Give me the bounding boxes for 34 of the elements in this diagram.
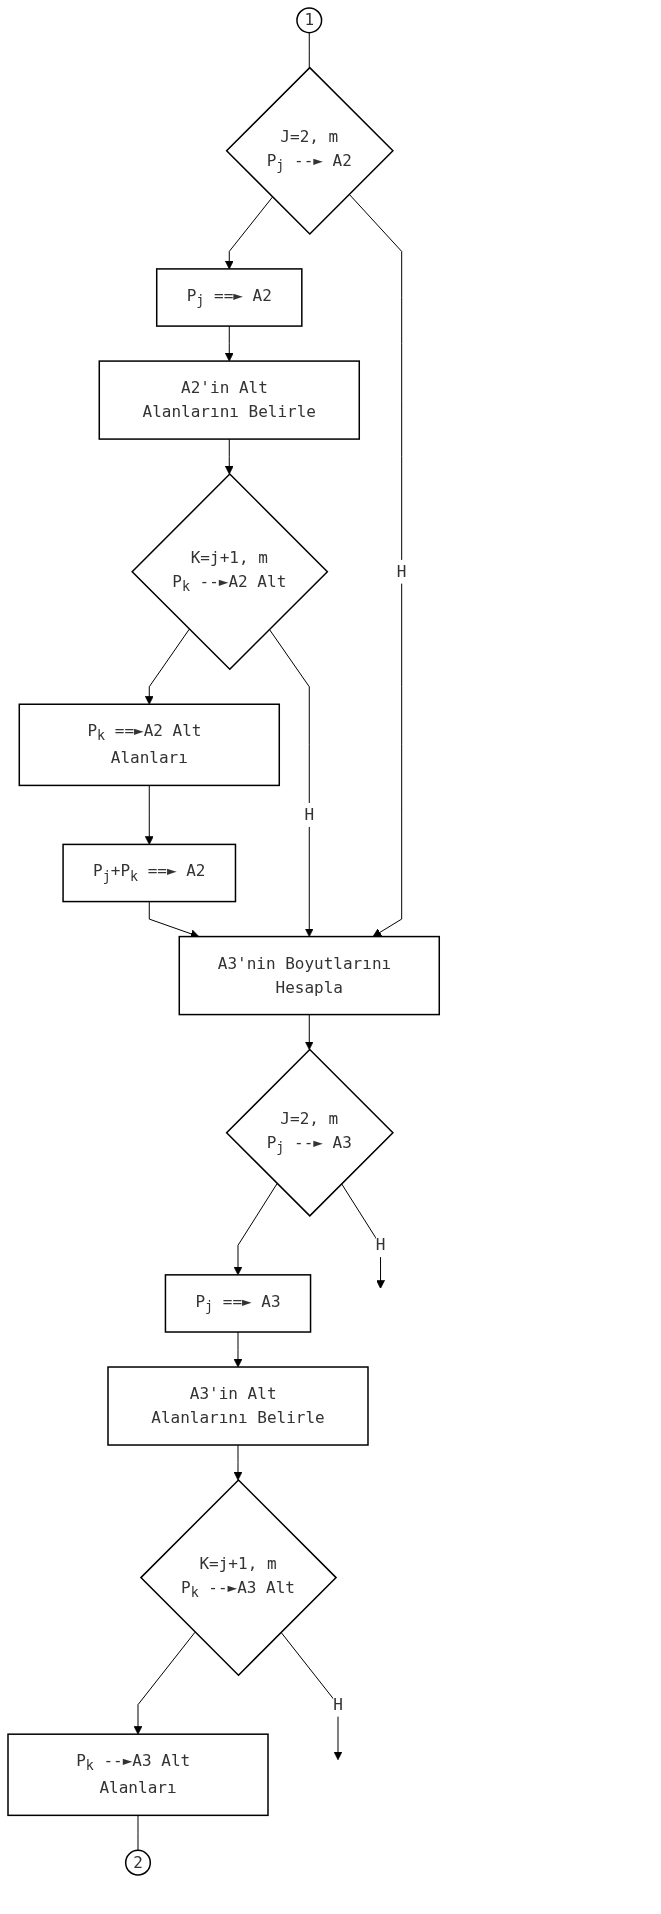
arrow — [233, 1183, 278, 1276]
arrow — [280, 1631, 343, 1761]
arrow — [224, 196, 273, 270]
edge-label: H — [375, 1235, 386, 1255]
node-box: A3'nin Boyutlarını Hesapla — [178, 935, 440, 1016]
node-box: P$_{j}$ ==► A3 — [164, 1274, 312, 1333]
node-diamond: J=2, m P$_{j}$ --► A3 — [225, 1048, 394, 1217]
arrow — [224, 438, 234, 475]
edge-label: H — [333, 1694, 343, 1714]
edge-label: H — [304, 804, 315, 824]
arrow — [233, 1331, 243, 1368]
node-box: P$_{k}$ --►A3 Alt Alanları — [7, 1733, 269, 1817]
arrow — [233, 1444, 243, 1481]
edge-label: H — [396, 561, 407, 581]
node-circle: 2 — [124, 1849, 152, 1876]
node-box: P$_{j}$+P$_{k}$ ==► A2 — [62, 843, 237, 903]
node-box: P$_{k}$ ==►A2 Alt Alanları — [18, 703, 280, 787]
arrow — [144, 784, 154, 845]
arrow — [133, 1631, 196, 1735]
node-diamond: K=j+1, m P$_{k}$ --►A3 Alt — [139, 1478, 338, 1677]
arrow — [144, 628, 190, 705]
arrow — [348, 193, 403, 937]
node-box: A2'in Alt Alanlarını Belirle — [98, 360, 360, 440]
node-diamond: K=j+1, m P$_{k}$ --►A2 Alt — [131, 473, 329, 671]
connector — [137, 1814, 139, 1851]
node-circle: 1 — [296, 7, 323, 34]
node-box: P$_{j}$ ==► A2 — [155, 268, 303, 327]
node-diamond: J=2, m P$_{j}$ --► A2 — [225, 66, 394, 235]
arrow — [304, 1014, 314, 1050]
node-box: A3'in Alt Alanlarını Belirle — [107, 1366, 369, 1446]
connector — [308, 32, 310, 69]
arrow — [224, 325, 234, 362]
arrow — [341, 1183, 385, 1289]
arrow — [268, 628, 314, 937]
